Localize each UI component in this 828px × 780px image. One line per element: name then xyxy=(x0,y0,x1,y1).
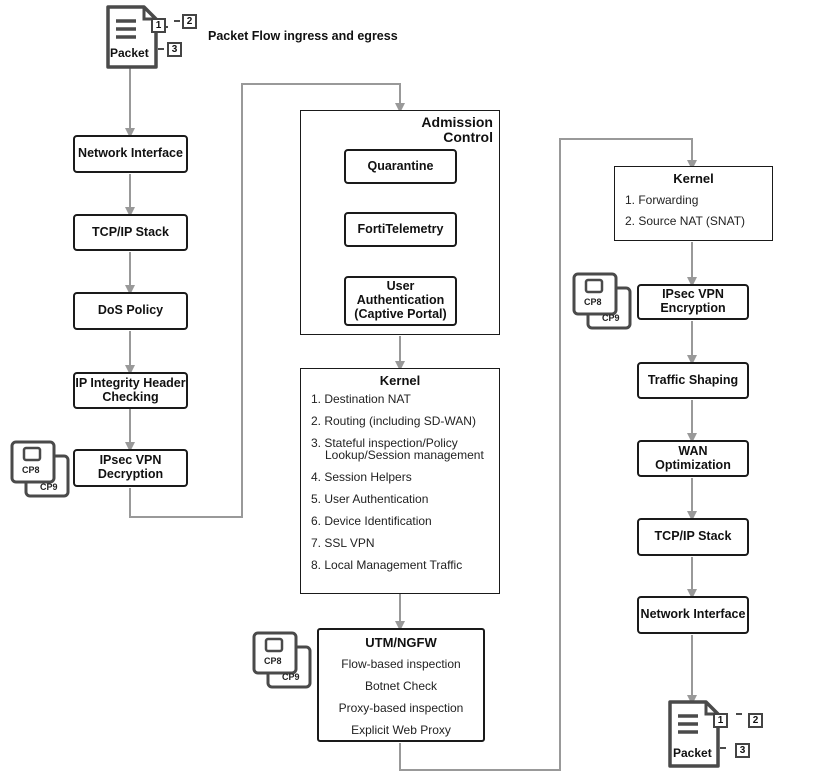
cp9-badge-right: CP9 xyxy=(602,313,620,323)
node-ipsec-vpn-decryption: IPsec VPN Decryption xyxy=(73,449,188,487)
kernel-ingress-title: Kernel xyxy=(379,373,421,388)
cp8-badge: CP8 xyxy=(22,465,40,475)
node-network-interface-egress: Network Interface xyxy=(637,596,749,634)
utm-list: Flow-based inspection Botnet Check Proxy… xyxy=(319,657,483,745)
node-label: TCP/IP Stack xyxy=(654,529,732,544)
kernel-item: 1. Destination NAT xyxy=(311,392,411,406)
packet-number-3: 3 xyxy=(167,42,182,57)
packet-number-3-bottom: 3 xyxy=(735,743,750,758)
cp-chip-icon-right xyxy=(572,272,632,330)
packet-number-1: 1 xyxy=(151,18,166,33)
node-label: FortiTelemetry xyxy=(357,221,444,236)
node-label-line1: User xyxy=(386,279,415,294)
cp8-badge-right: CP8 xyxy=(584,297,602,307)
node-label-line3: (Captive Portal) xyxy=(354,306,447,321)
kernel-ingress-list: 1. Destination NAT 2. Routing (including… xyxy=(311,393,484,581)
node-fortitelemetry: FortiTelemetry xyxy=(344,212,457,247)
utm-item: Botnet Check xyxy=(364,679,438,693)
packet-number-1-bottom: 1 xyxy=(713,713,728,728)
node-label-line2: Decryption xyxy=(97,467,164,481)
node-user-authentication-captive-portal: User Authentication (Captive Portal) xyxy=(344,276,457,326)
node-wan-optimization: WAN Optimization xyxy=(637,440,749,477)
cp-chip-icon-utm xyxy=(252,631,312,689)
node-ipsec-vpn-encryption: IPsec VPN Encryption xyxy=(637,284,749,320)
admission-control-title: Admission Control xyxy=(421,115,493,144)
admission-title-line2: Control xyxy=(443,128,493,145)
node-label: DoS Policy xyxy=(97,303,164,318)
node-label-line1: IPsec VPN xyxy=(99,453,162,468)
kernel-egress-group: Kernel 1. Forwarding 2. Source NAT (SNAT… xyxy=(614,166,773,241)
node-tcpip-stack-ingress: TCP/IP Stack xyxy=(73,214,188,251)
kernel-item: 5. User Authentication xyxy=(311,492,429,506)
node-label: TCP/IP Stack xyxy=(92,224,169,239)
node-quarantine: Quarantine xyxy=(344,149,457,184)
node-label: Traffic Shaping xyxy=(647,372,739,387)
utm-item: Explicit Web Proxy xyxy=(351,723,451,737)
kernel-ingress-group: Kernel 1. Destination NAT 2. Routing (in… xyxy=(300,368,500,594)
node-traffic-shaping: Traffic Shaping xyxy=(637,362,749,399)
cp8-badge-utm: CP8 xyxy=(264,656,282,666)
kernel-egress-list: 1. Forwarding 2. Source NAT (SNAT) xyxy=(625,193,745,235)
kernel-item: 4. Session Helpers xyxy=(311,470,412,484)
utm-item: Proxy-based inspection xyxy=(338,701,464,715)
node-label-line1: IPsec VPN xyxy=(662,287,724,302)
utm-item: Flow-based inspection xyxy=(341,657,461,671)
packet-label-bottom: Packet xyxy=(673,746,712,760)
node-dos-policy: DoS Policy xyxy=(73,292,188,330)
node-tcpip-stack-egress: TCP/IP Stack xyxy=(637,518,749,556)
cp9-badge-utm: CP9 xyxy=(282,672,300,682)
cp9-badge: CP9 xyxy=(40,482,58,492)
kernel-egress-item: 1. Forwarding xyxy=(625,193,699,207)
kernel-item: 8. Local Management Traffic xyxy=(311,558,463,572)
kernel-item: 2. Routing (including SD-WAN) xyxy=(311,414,476,428)
kernel-item: 3. Stateful inspection/Policy xyxy=(311,436,458,450)
kernel-item: 7. SSL VPN xyxy=(311,536,375,550)
kernel-egress-item: 2. Source NAT (SNAT) xyxy=(625,214,746,228)
connector-arrows xyxy=(125,68,697,771)
node-network-interface-ingress: Network Interface xyxy=(73,135,188,173)
packet-number-2-bottom: 2 xyxy=(748,713,763,728)
utm-ngfw-group: UTM/NGFW Flow-based inspection Botnet Ch… xyxy=(317,628,485,742)
kernel-item-continued: Lookup/Session management xyxy=(325,448,484,462)
packet-number-2: 2 xyxy=(182,14,197,29)
utm-title: UTM/NGFW xyxy=(365,635,437,650)
kernel-egress-title: Kernel xyxy=(673,171,714,186)
node-label-line1: IP Integrity Header xyxy=(75,375,186,390)
admission-title-line1: Admission xyxy=(421,114,493,130)
node-label: Network Interface xyxy=(640,607,746,622)
packet-document-icon xyxy=(106,5,180,69)
kernel-item: 6. Device Identification xyxy=(311,514,432,528)
node-label: Network Interface xyxy=(78,146,183,161)
packet-label-top: Packet xyxy=(110,46,149,60)
node-label-line2: Authentication xyxy=(356,293,445,308)
node-label-line2: Encryption xyxy=(660,301,726,315)
node-ip-integrity-header-checking: IP Integrity Header Checking xyxy=(73,372,188,409)
node-label: Quarantine xyxy=(367,158,434,173)
node-label: WAN Optimization xyxy=(655,443,731,472)
node-label-line2: Checking xyxy=(102,389,159,404)
cp-chip-icon-left xyxy=(10,440,70,498)
diagram-title: Packet Flow ingress and egress xyxy=(208,29,398,43)
